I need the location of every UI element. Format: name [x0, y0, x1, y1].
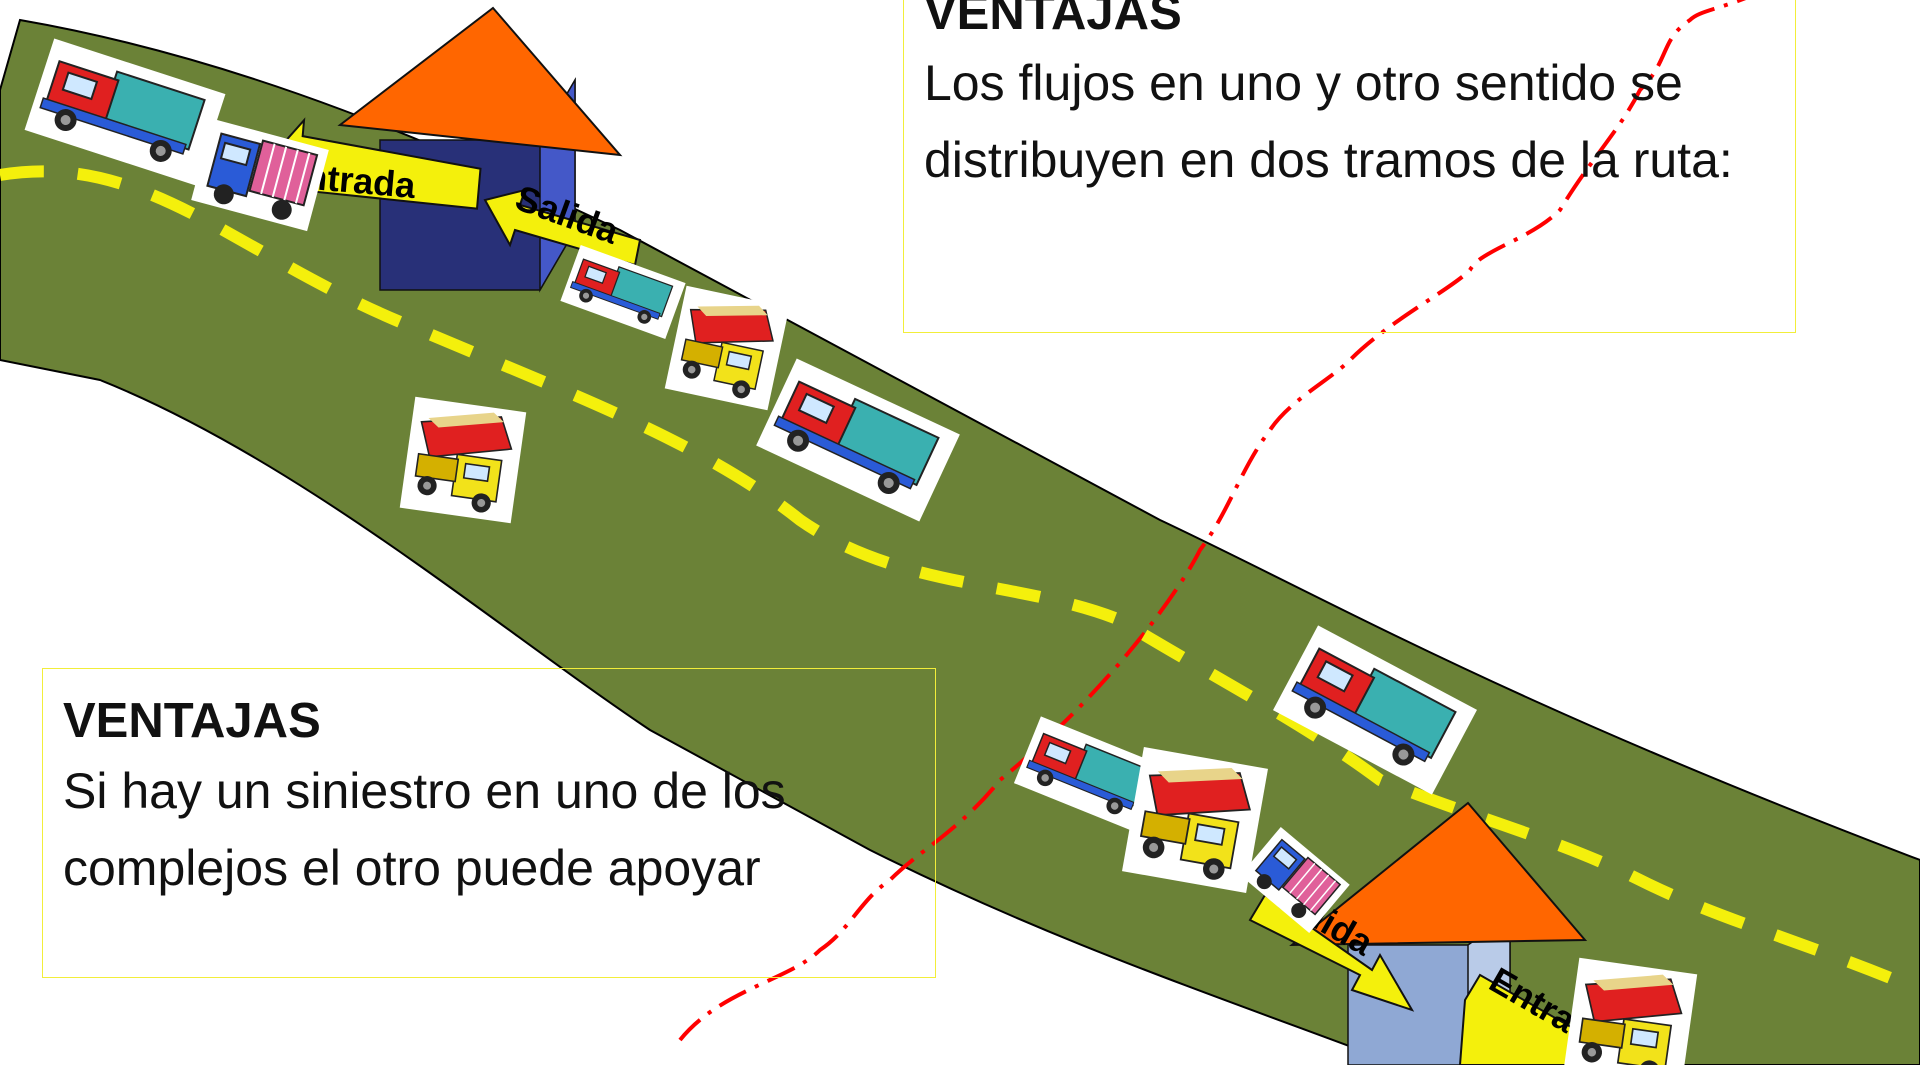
- border-line: [678, 0, 1746, 1042]
- advantages-text-bottom: Si hay un siniestro en uno de los comple…: [63, 763, 786, 896]
- dump-truck-icon: [663, 284, 791, 412]
- lane-marking: [0, 165, 1920, 996]
- dump-truck-icon: [1561, 956, 1699, 1065]
- roof-icon-bottom: [1289, 801, 1588, 947]
- dump-truck-icon: [398, 395, 528, 525]
- advantages-text-top: Los flujos en uno y otro sentido se dist…: [924, 55, 1733, 188]
- advantages-box-bottom: VENTAJAS Si hay un siniestro en uno de l…: [42, 668, 936, 978]
- advantages-box-top: VENTAJAS Los flujos en uno y otro sentid…: [903, 0, 1796, 333]
- advantages-heading-bottom: VENTAJAS: [63, 694, 321, 748]
- advantages-heading-top: VENTAJAS: [924, 0, 1182, 40]
- roof-icon-top: [337, 6, 623, 157]
